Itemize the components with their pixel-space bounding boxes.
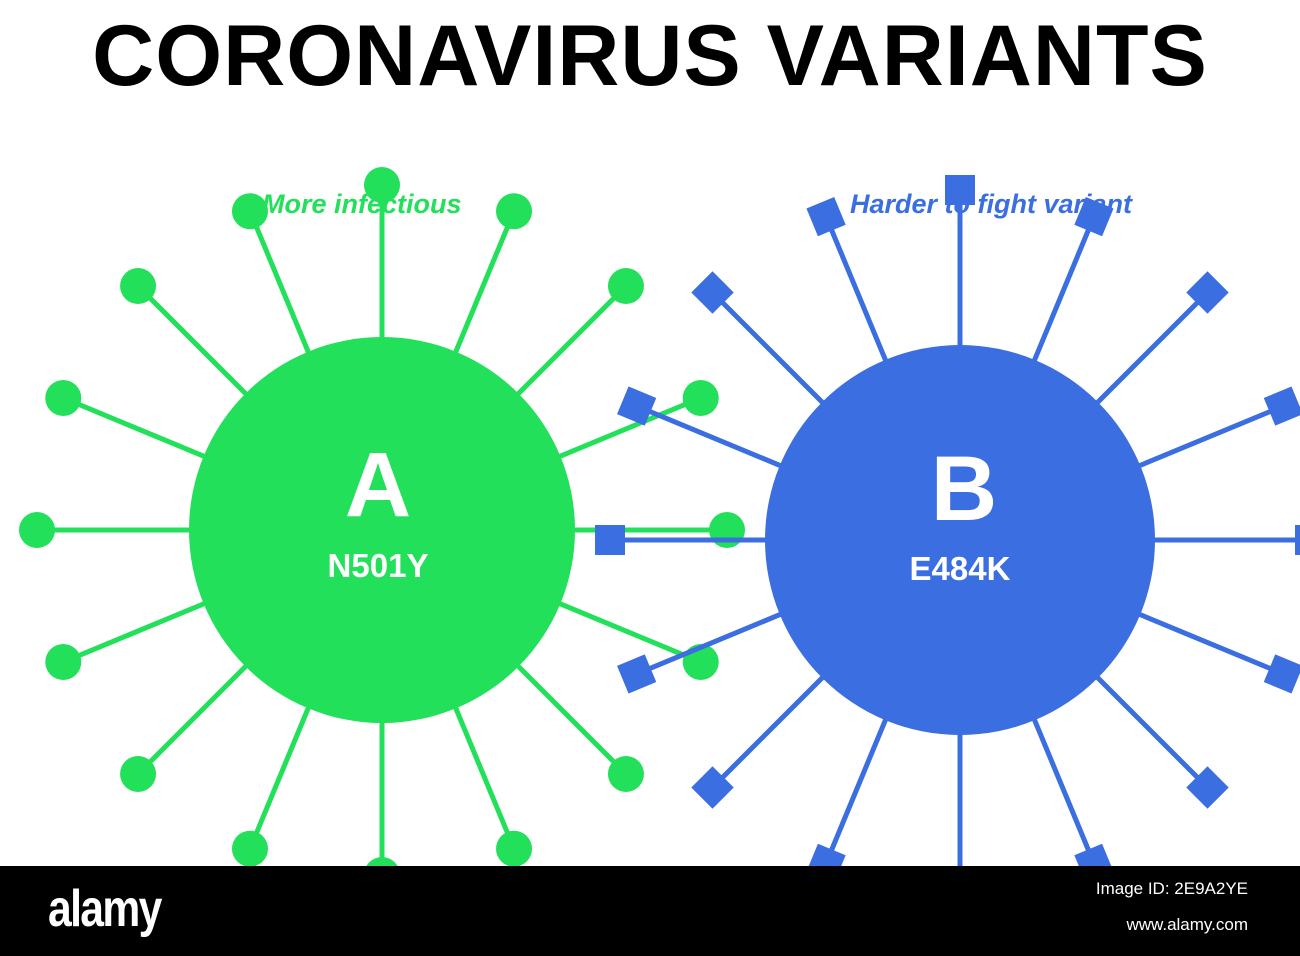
virus-a-body bbox=[189, 337, 575, 723]
virus-b-spike-stem bbox=[1093, 673, 1210, 790]
virus-a-spike-tip bbox=[496, 830, 533, 866]
virus-a-spike-stem bbox=[136, 284, 251, 399]
virus-b-spike-stem bbox=[710, 290, 827, 407]
virus-a-spike-stem bbox=[62, 395, 209, 460]
virus-a-spike-stem bbox=[62, 600, 209, 665]
virus-a-letter: A bbox=[345, 434, 411, 536]
virus-b-spike-stem bbox=[823, 715, 890, 865]
virus-a-spike-tip bbox=[607, 755, 644, 792]
variants-diagram: A N501Y B E484K bbox=[19, 167, 1300, 866]
watermark-logo: alamy bbox=[48, 880, 162, 938]
virus-a-spike-tip bbox=[231, 193, 268, 230]
virus-a-spike-tip bbox=[231, 830, 268, 866]
virus-b-spike-tip bbox=[1295, 525, 1300, 555]
virus-a-spike-tip bbox=[366, 857, 398, 866]
virus-a-spike-stem bbox=[247, 703, 312, 850]
virus-b-spike-tip bbox=[595, 525, 625, 555]
virus-b-spike-tip bbox=[1186, 766, 1229, 809]
virus-b-spike-stem bbox=[1030, 715, 1097, 865]
virus-a-spike-tip bbox=[19, 512, 55, 548]
virus-a-spike-tip bbox=[120, 268, 157, 305]
virus-b-mutation: E484K bbox=[910, 550, 1011, 587]
virus-a-spike-stem bbox=[555, 600, 702, 665]
virus-a-spike-stem bbox=[513, 661, 628, 776]
watermark-site: www.alamy.com bbox=[1126, 915, 1248, 934]
virus-b-spike-tip bbox=[1263, 386, 1300, 426]
virus-a-spike-tip bbox=[607, 268, 644, 305]
virus-a-spike-tip bbox=[45, 379, 82, 416]
virus-a-spikes bbox=[19, 167, 745, 866]
virus-a-spike-stem bbox=[452, 703, 517, 850]
virus-b-spike-stem bbox=[823, 215, 890, 365]
virus-a-spike-tip bbox=[364, 167, 400, 203]
virus-a-spike-stem bbox=[555, 395, 702, 460]
virus-b-spike-tip bbox=[1074, 843, 1114, 866]
virus-b-spike-tip bbox=[945, 175, 975, 205]
virus-a: A N501Y bbox=[19, 167, 745, 866]
virus-a-spike-tip bbox=[709, 512, 745, 548]
virus-b-spike-tip bbox=[617, 386, 657, 426]
virus-b-spike-stem bbox=[1135, 403, 1285, 470]
virus-a-spike-stem bbox=[452, 210, 517, 357]
virus-b-spike-stem bbox=[1093, 290, 1210, 407]
virus-b-spikes bbox=[595, 175, 1300, 866]
virus-b-body bbox=[765, 345, 1155, 735]
virus-b-spike-stem bbox=[635, 610, 785, 677]
caption-variant-a: More infectious bbox=[262, 189, 462, 219]
virus-a-spike-stem bbox=[136, 661, 251, 776]
watermark-image-id: Image ID: 2E9A2YE bbox=[1095, 879, 1248, 898]
watermark-bar: alamy Image ID: 2E9A2YE www.alamy.com bbox=[0, 866, 1300, 956]
virus-a-spike-stem bbox=[513, 284, 628, 399]
virus-a-spike-stem bbox=[247, 210, 312, 357]
virus-a-spike-tip bbox=[45, 644, 82, 681]
virus-b-spike-tip bbox=[806, 197, 846, 237]
virus-b-letter: B bbox=[931, 438, 997, 540]
virus-b-spike-tip bbox=[617, 654, 657, 694]
virus-b-spike-stem bbox=[635, 403, 785, 470]
virus-b-spike-stem bbox=[1030, 215, 1097, 365]
virus-a-spike-tip bbox=[682, 379, 719, 416]
virus-a-spike-tip bbox=[496, 193, 533, 230]
virus-b-spike-tip bbox=[806, 843, 846, 866]
virus-a-spike-tip bbox=[120, 755, 157, 792]
virus-b-spike-tip bbox=[1074, 197, 1114, 237]
page-title: CORONAVIRUS VARIANTS bbox=[92, 8, 1208, 104]
virus-b-spike-stem bbox=[710, 673, 827, 790]
virus-b-spike-stem bbox=[1135, 610, 1285, 677]
virus-b-spike-tip bbox=[1186, 271, 1229, 314]
virus-b: B E484K bbox=[595, 175, 1300, 866]
virus-b-spike-tip bbox=[1263, 654, 1300, 694]
virus-a-mutation: N501Y bbox=[328, 547, 429, 584]
